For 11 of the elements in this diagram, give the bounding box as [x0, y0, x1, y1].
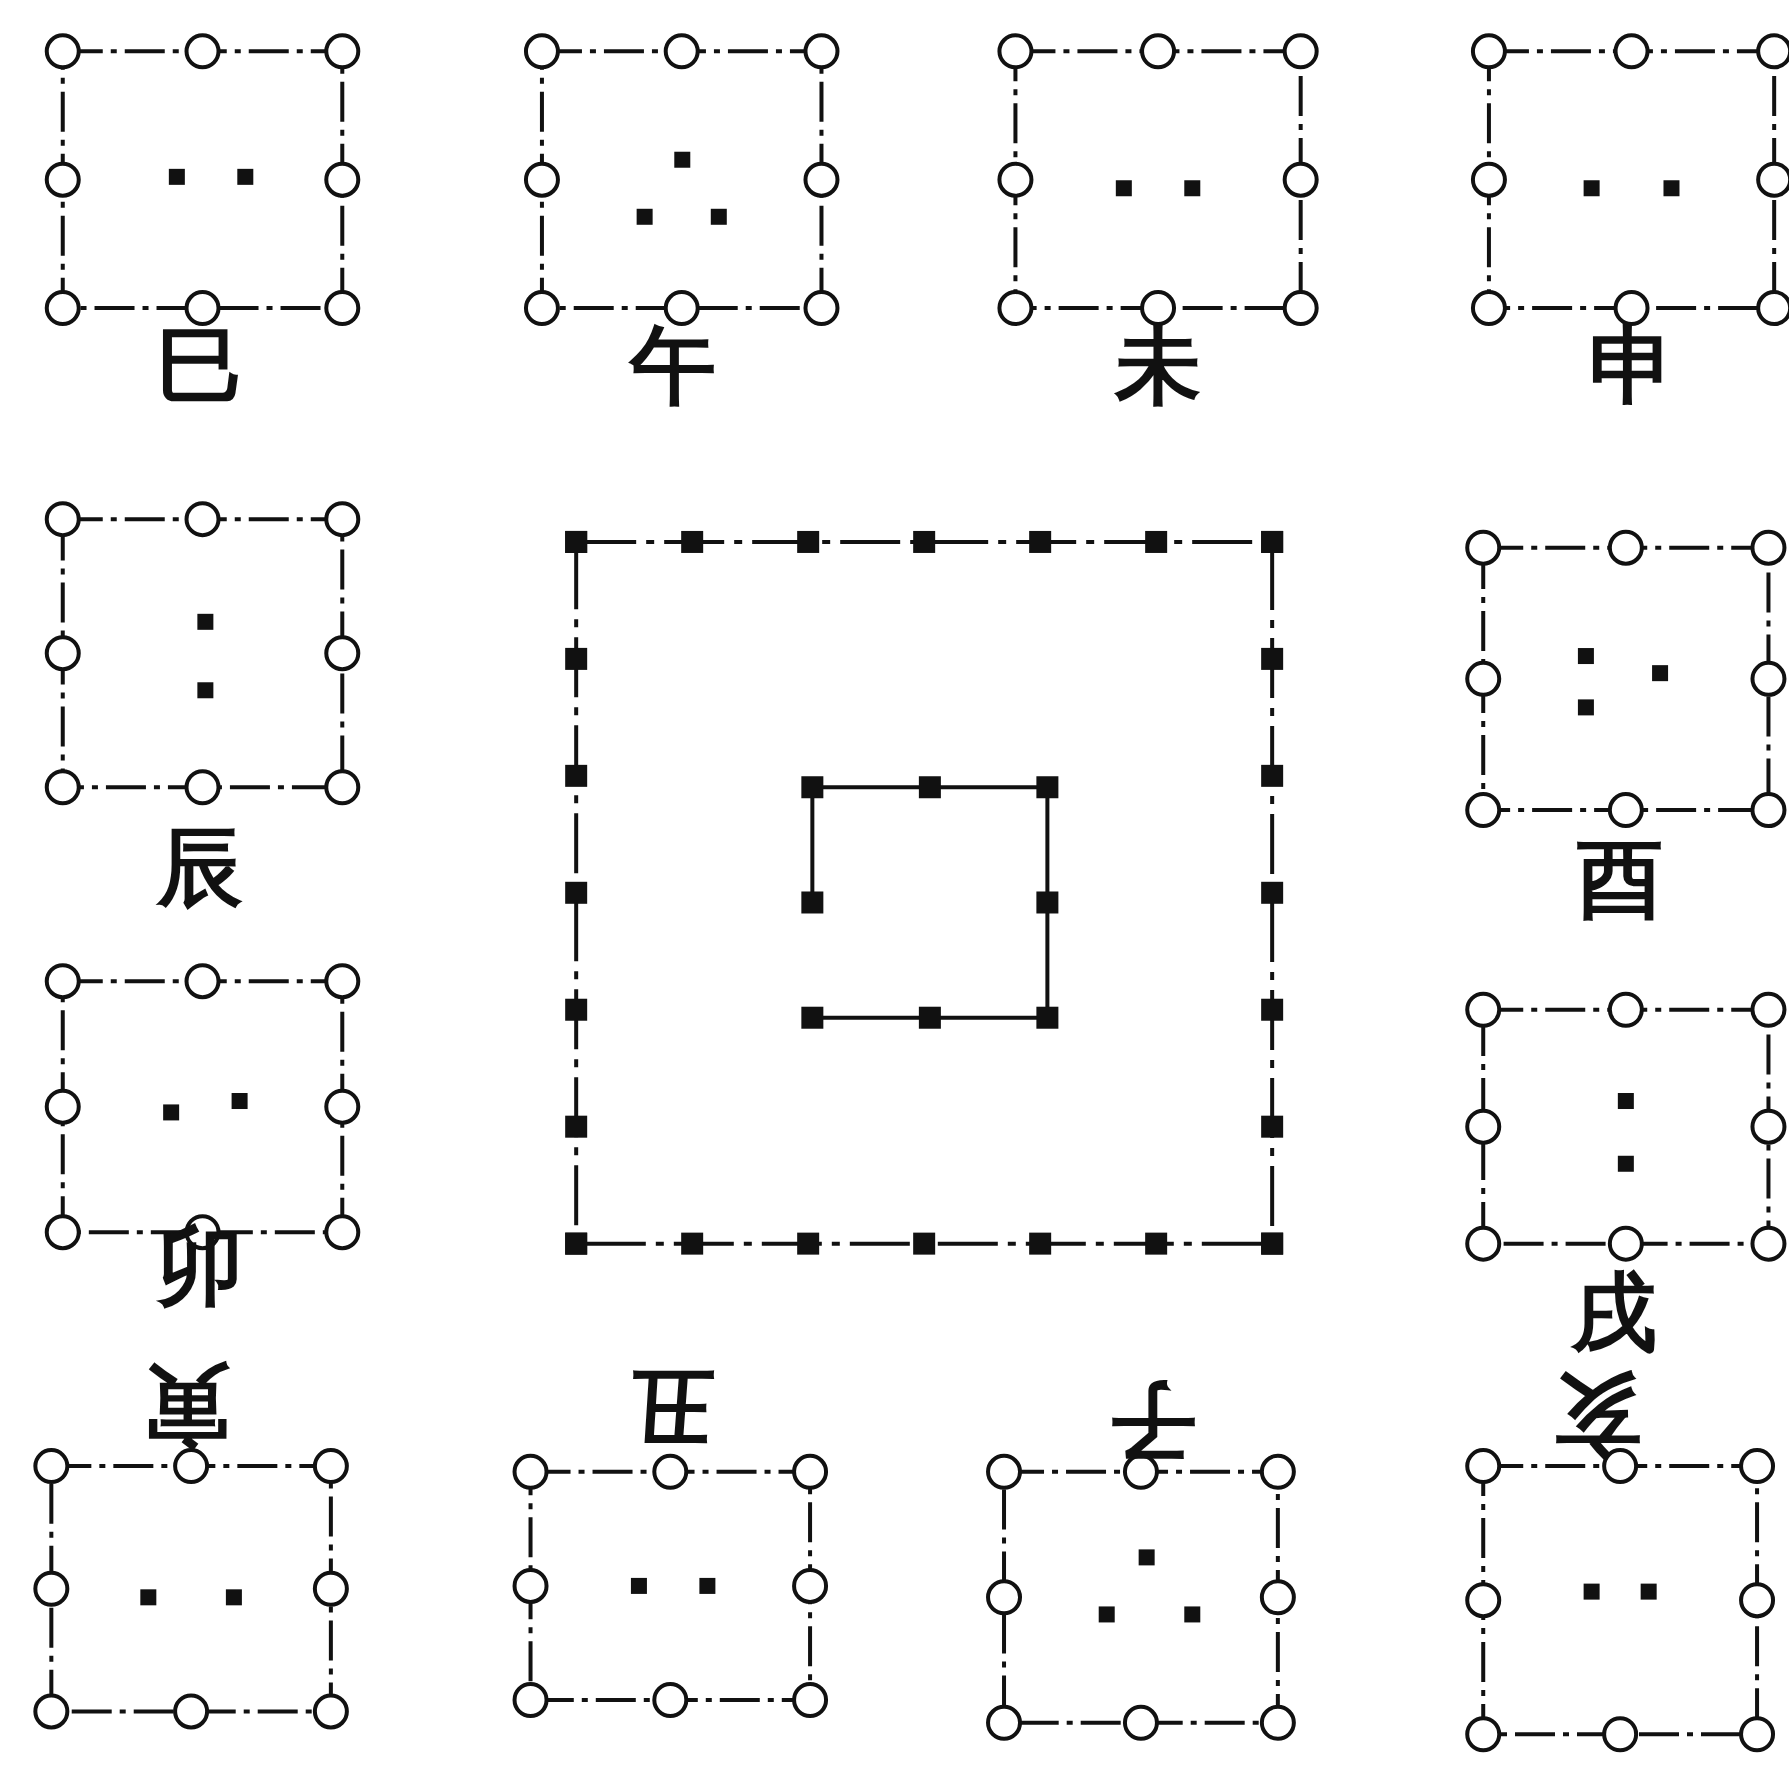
branch-character: 寅	[145, 1362, 232, 1449]
branch-character: 丑	[630, 1362, 717, 1449]
branch-character: 酉	[1577, 835, 1664, 922]
branch-character: 巳	[156, 322, 243, 409]
branch-character: 亥	[1554, 1371, 1641, 1458]
branch-character: 未	[1115, 322, 1202, 409]
branch-character: 戌	[1571, 1269, 1658, 1356]
branch-character: 午	[630, 322, 717, 409]
branch-character: 子	[1109, 1377, 1196, 1464]
branch-character: 辰	[156, 824, 243, 911]
branch-character: 申	[1588, 322, 1675, 409]
